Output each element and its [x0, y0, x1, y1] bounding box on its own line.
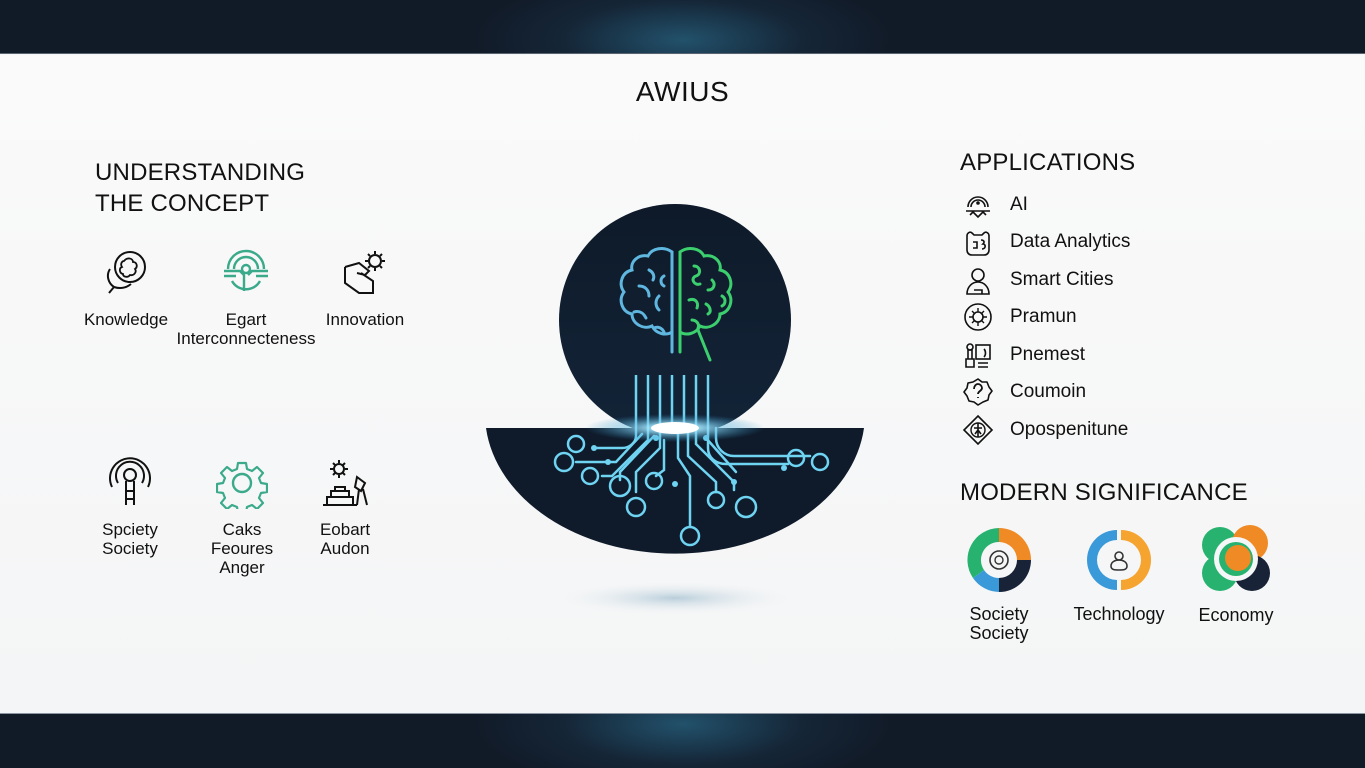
significance-item-economy: Economy: [1171, 523, 1301, 625]
application-label: Smart Cities: [1010, 268, 1114, 290]
application-item-smart-cities: Smart Cities: [962, 261, 1130, 299]
technology-ring-icon: [1087, 530, 1151, 590]
concept-label: Knowledge: [83, 310, 169, 329]
concept-label: Eobart Audon: [319, 520, 371, 558]
concept-item-interconnectedness: Egart Interconnectеness: [171, 247, 321, 348]
modern-significance-title: MODERN SIGNIFICANCE: [960, 479, 1248, 506]
application-label: Pramun: [1010, 306, 1077, 328]
application-label: Data Analytics: [1010, 231, 1131, 253]
understanding-section-title: UNDERSTANDING THE CONCEPT: [95, 157, 355, 219]
application-item-coumoin: Coumoin: [962, 374, 1130, 412]
bottom-glow: [472, 714, 893, 768]
application-item-ai: AI: [962, 186, 1130, 224]
applications-list: AI Data Analytics Smart Cities Pramun: [962, 186, 1130, 449]
application-label: Coumoin: [1010, 381, 1087, 403]
hand-gear-icon: [344, 251, 385, 294]
brain-circuit-icon: [486, 204, 864, 616]
concept-item-knowledge: Knowledge: [51, 247, 201, 329]
concept-label: Egart Interconnectеness: [176, 310, 316, 348]
bottom-band: [0, 713, 1365, 768]
diamond-compass-icon: [962, 414, 994, 445]
application-item-pramun: Pramun: [962, 299, 1130, 337]
gear-podium-icon: [323, 460, 368, 506]
concept-label: Spciety Society: [102, 520, 158, 558]
workstation-icon: [965, 342, 991, 368]
application-label: AI: [1010, 193, 1028, 215]
concept-item-innovation: Innovation: [290, 247, 440, 329]
significance-item-technology: Technology: [1054, 526, 1184, 624]
concept-item-society: Spciety Society: [55, 457, 205, 558]
question-badge-icon: [963, 378, 993, 407]
significance-item-society: Society Society: [934, 526, 1064, 643]
application-label: Pnemest: [1010, 343, 1085, 365]
significance-label: Technology: [1073, 604, 1165, 624]
concept-label: Caks Feoures Anger: [210, 520, 274, 577]
concept-item-education: Eobart Audon: [270, 457, 420, 558]
understanding-title-line2: THE CONCEPT: [95, 190, 270, 217]
top-band: [0, 0, 1365, 54]
economy-blob-icon: [1202, 525, 1270, 591]
interconnect-target-icon: [224, 249, 268, 291]
concept-item-features: Caks Feoures Anger: [167, 457, 317, 577]
understanding-title-line1: UNDERSTANDING: [95, 159, 306, 186]
concept-label: Innovation: [325, 310, 405, 329]
broadcast-tower-icon: [109, 457, 151, 505]
gear-icon: [215, 461, 269, 515]
applications-title: APPLICATIONS: [960, 149, 1136, 176]
smart-cities-person-icon: [966, 267, 990, 295]
significance-label: Society Society: [969, 604, 1029, 643]
page-title: AWIUS: [635, 76, 730, 107]
bug-circle-icon: [964, 303, 992, 332]
significance-label: Economy: [1198, 605, 1274, 625]
data-analytics-icon: [966, 231, 990, 257]
society-donut-icon: [967, 528, 1031, 592]
brain-in-hand-icon: [106, 251, 146, 294]
ai-lamp-icon: [966, 195, 990, 218]
application-item-opospenitune: Opospenitune: [962, 411, 1130, 449]
top-glow: [472, 0, 893, 53]
application-item-data-analytics: Data Analytics: [962, 224, 1130, 262]
application-label: Opospenitune: [1010, 418, 1129, 440]
application-item-pnemest: Pnemest: [962, 336, 1130, 374]
